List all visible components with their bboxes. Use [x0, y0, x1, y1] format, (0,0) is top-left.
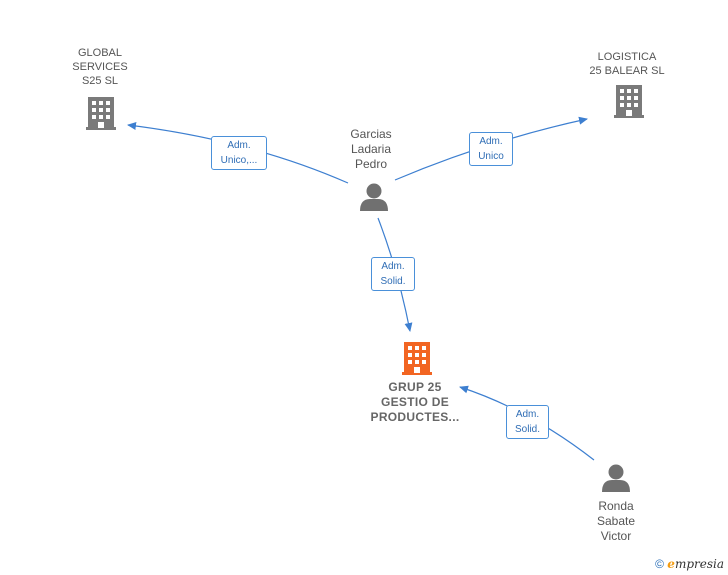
label-line: GESTIO DE: [380, 395, 450, 409]
label-line: Ronda: [598, 499, 634, 513]
node-label-logistica[interactable]: LOGISTICA 25 BALEAR SL: [572, 50, 682, 78]
label-line: Sabate: [596, 514, 636, 528]
edge-label-line: Unico,...: [220, 155, 258, 166]
edge-label-line: Adm.: [515, 409, 540, 420]
brand-initial: e: [667, 557, 675, 571]
label-line: PRODUCTES...: [370, 410, 460, 424]
edge-label-to-global-services[interactable]: Adm. Unico,...: [211, 136, 267, 170]
edge-label-line: Solid.: [514, 424, 540, 435]
person-icon[interactable]: [602, 464, 630, 493]
label-line: SERVICES: [72, 61, 128, 73]
edge-label-ronda-to-grup25[interactable]: Adm. Solid.: [506, 405, 549, 439]
edge-label-line: Adm.: [227, 140, 251, 151]
brand-rest: mpresia: [674, 557, 724, 571]
node-label-grup25[interactable]: GRUP 25 GESTIO DE PRODUCTES...: [355, 380, 475, 425]
label-line: GLOBAL: [77, 47, 123, 59]
building-icon[interactable]: [86, 97, 116, 130]
label-line: Pedro: [354, 157, 388, 171]
label-line: Ladaria: [350, 142, 392, 156]
brand-logo: empresia: [667, 557, 724, 571]
label-line: LOGISTICA: [597, 51, 657, 63]
node-label-ronda[interactable]: Ronda Sabate Victor: [576, 499, 656, 544]
copyright-footer[interactable]: © empresia: [655, 557, 724, 571]
label-line: Victor: [600, 529, 632, 543]
node-label-global-services[interactable]: GLOBAL SERVICES S25 SL: [50, 46, 150, 88]
building-icon[interactable]: [614, 85, 644, 118]
edge-label-line: Adm.: [381, 261, 405, 272]
edge-label-line: Unico: [478, 151, 504, 162]
node-label-garcias[interactable]: Garcias Ladaria Pedro: [331, 127, 411, 172]
building-icon[interactable]: [402, 342, 432, 375]
label-line: 25 BALEAR SL: [589, 65, 665, 77]
edge-label-line: Solid.: [380, 276, 406, 287]
copyright-symbol: ©: [655, 557, 664, 571]
label-line: Garcias: [350, 127, 392, 141]
edge-label-line: Adm.: [479, 136, 503, 147]
edge-label-to-logistica[interactable]: Adm. Unico: [469, 132, 513, 166]
label-line: S25 SL: [81, 75, 119, 87]
label-line: GRUP 25: [388, 380, 442, 394]
person-icon[interactable]: [360, 183, 388, 212]
edge-label-garcias-to-grup25[interactable]: Adm. Solid.: [371, 257, 415, 291]
